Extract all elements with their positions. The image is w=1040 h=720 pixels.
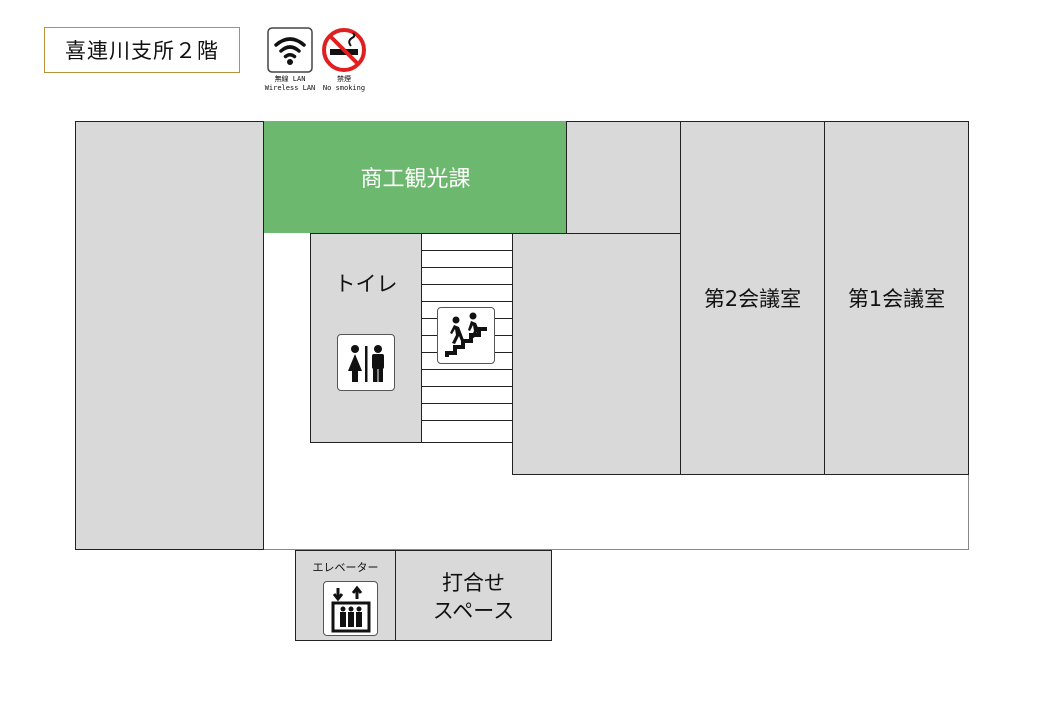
elevator-label: エレベーター [312,561,379,574]
meeting-room-2[interactable]: 第2会議室 [680,121,825,475]
stair-step [422,386,512,387]
stairs-icon [437,307,495,364]
commerce-tourism-label: 商工観光課 [360,167,471,192]
stair-step [422,267,512,268]
meeting-room-2-label: 第2会議室 [703,287,802,311]
toilet-room[interactable]: トイレ [310,233,422,443]
meeting-room-1-label: 第1会議室 [847,287,946,311]
stair-step [422,301,512,302]
commerce-tourism-room[interactable]: 商工観光課 [264,121,567,233]
elevator[interactable]: エレベーター [295,550,396,641]
stair-step [422,403,512,404]
floor-title: 喜連川支所２階 [44,27,240,73]
storage-room [566,121,681,234]
meeting-space[interactable]: 打合せ スペース [395,550,552,641]
wifi-legend-label: 無線 LAN Wireless LAN [260,75,320,93]
stair-step [422,369,512,370]
no-smoking-icon [321,27,367,73]
restroom-icon [337,334,395,391]
wifi-icon [267,27,313,73]
meeting-space-label: 打合せ スペース [396,569,551,625]
wifi-label-en: Wireless LAN [264,84,316,92]
meeting-room-1[interactable]: 第1会議室 [824,121,969,475]
meeting-space-line1: 打合せ [442,571,505,595]
stair-step [422,420,512,421]
no-smoking-legend-label: 禁煙 No smoking [314,75,374,93]
left-room [75,121,264,550]
stair-step [422,284,512,285]
wifi-label-jp: 無線 LAN [274,75,306,83]
meeting-space-line2: スペース [432,599,515,623]
stair-step [422,250,512,251]
no-smoking-label-en: No smoking [322,84,366,92]
central-room [512,233,681,475]
no-smoking-label-jp: 禁煙 [337,75,351,83]
toilet-label: トイレ [334,272,398,296]
elevator-icon [323,581,378,636]
